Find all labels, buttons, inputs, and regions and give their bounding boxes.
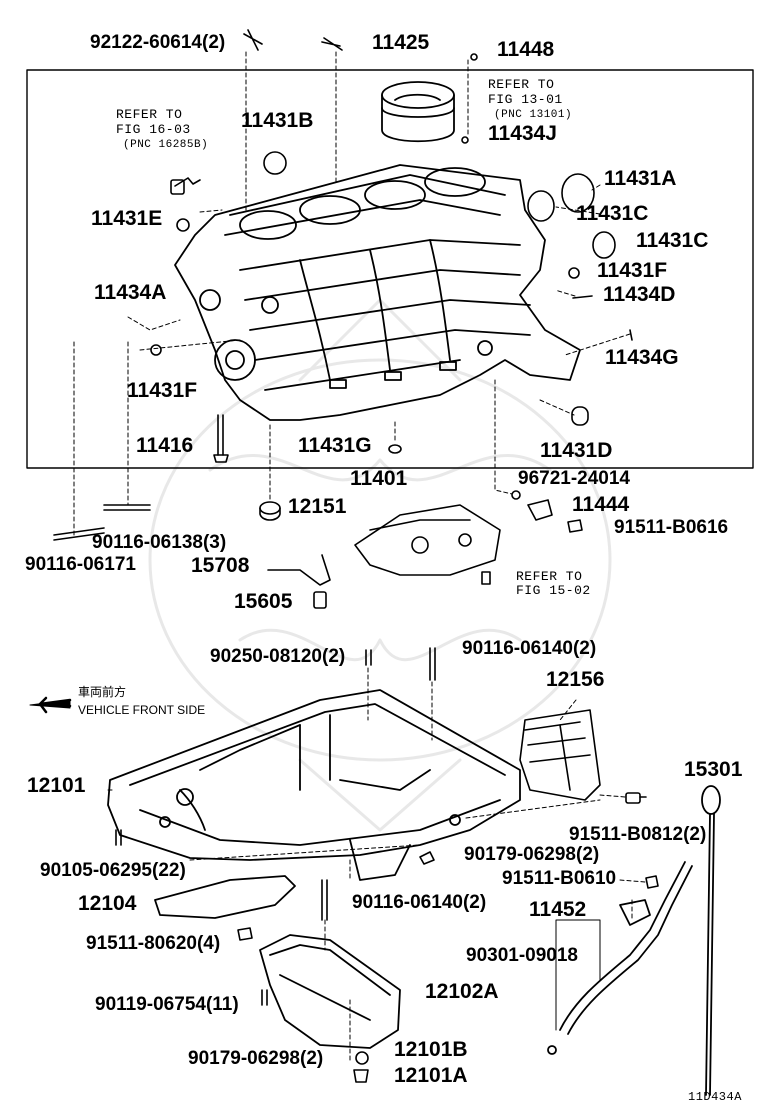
part-label: 91511-B0812(2) [569,824,707,845]
leader-lines-lower [189,667,646,1061]
refer-note-16-03-line3: (PNC 16285B) [123,139,209,151]
part-label: 90250-08120(2) [210,646,346,667]
part-label: 90179-06298(2) [188,1048,324,1069]
pan-bolts [115,647,659,1083]
part-label: 91511-B0616 [614,517,729,538]
part-label: 12101 [27,774,86,797]
part-label: 12104 [78,892,137,915]
oil-pan-baffle [519,709,601,801]
plate-12104 [154,875,296,919]
piston-icon [381,81,455,143]
watermark-emblem [148,298,612,832]
part-label: 92122-60614(2) [90,32,226,53]
leader-lines-upper [73,51,631,536]
part-label: 12151 [288,495,347,518]
part-label: 15301 [684,758,743,781]
part-label: 11434G [605,346,679,369]
part-label: 90116-06138(3) [92,532,227,553]
part-label: 91511-B0610 [502,868,617,889]
part-label: 11444 [572,493,630,516]
oil-pan-upper [107,689,521,881]
part-label: 11434D [603,283,676,306]
part-label: 90105-06295(22) [40,860,186,881]
refer-note-16-03-line2: FIG 16-03 [116,122,191,137]
figure-code: 11D434A [688,1090,742,1104]
oil-pan-lower [259,934,401,1049]
part-label: 90179-06298(2) [464,844,600,865]
leader-lines-solid [107,789,601,1031]
part-label: 11431C [636,229,709,252]
part-label: 11431F [127,379,198,402]
part-label: 90119-06754(11) [95,994,239,1015]
dipstick [701,785,721,1096]
part-label: 11416 [136,434,194,457]
part-label: 12102A [425,980,499,1003]
part-label: 12101B [394,1038,468,1061]
part-label: 15708 [191,554,250,577]
part-label: 90116-06140(2) [462,638,597,659]
vehicle-front-label-jp: 車両前方 [78,685,127,699]
part-label: 11431C [576,202,649,225]
part-label: 11431F [597,259,668,282]
vehicle-front-label: VEHICLE FRONT SIDE [78,703,206,717]
part-label: 11431G [298,434,372,457]
cylinder-block [174,164,581,421]
refer-note-15-02-line1: REFER TO [516,569,583,584]
oil-strainer [547,861,693,1055]
part-label: 90116-06171 [25,554,136,575]
part-label: 11431B [241,109,314,132]
part-label: 11431E [91,207,163,230]
refer-note-13-01-line2: FIG 13-01 [488,92,563,107]
part-label: 12156 [546,668,605,691]
part-label: 11431D [540,439,613,462]
part-label: 11452 [529,898,587,921]
part-label: 11434J [488,122,557,145]
part-label: 15605 [234,590,293,613]
part-label: 12101A [394,1064,468,1087]
part-label: 11425 [372,31,430,54]
block-assembly-frame [26,69,754,469]
part-label: 11434A [94,281,167,304]
part-label: 11431A [604,167,677,190]
part-label: 96721-24014 [518,468,630,489]
refer-note-15-02-line2: FIG 15-02 [516,583,591,598]
part-label: 11448 [497,38,555,61]
middle-parts [53,490,583,609]
part-label: 90301-09018 [466,945,578,966]
upper-small-parts [150,29,633,463]
part-label: 11401 [350,467,408,490]
refer-note-16-03-line1: REFER TO [116,107,183,122]
part-label: 91511-80620(4) [86,933,221,954]
refer-note-13-01-line3: (PNC 13101) [494,109,573,121]
part-label: 90116-06140(2) [352,892,487,913]
refer-note-13-01-line1: REFER TO [488,77,555,92]
